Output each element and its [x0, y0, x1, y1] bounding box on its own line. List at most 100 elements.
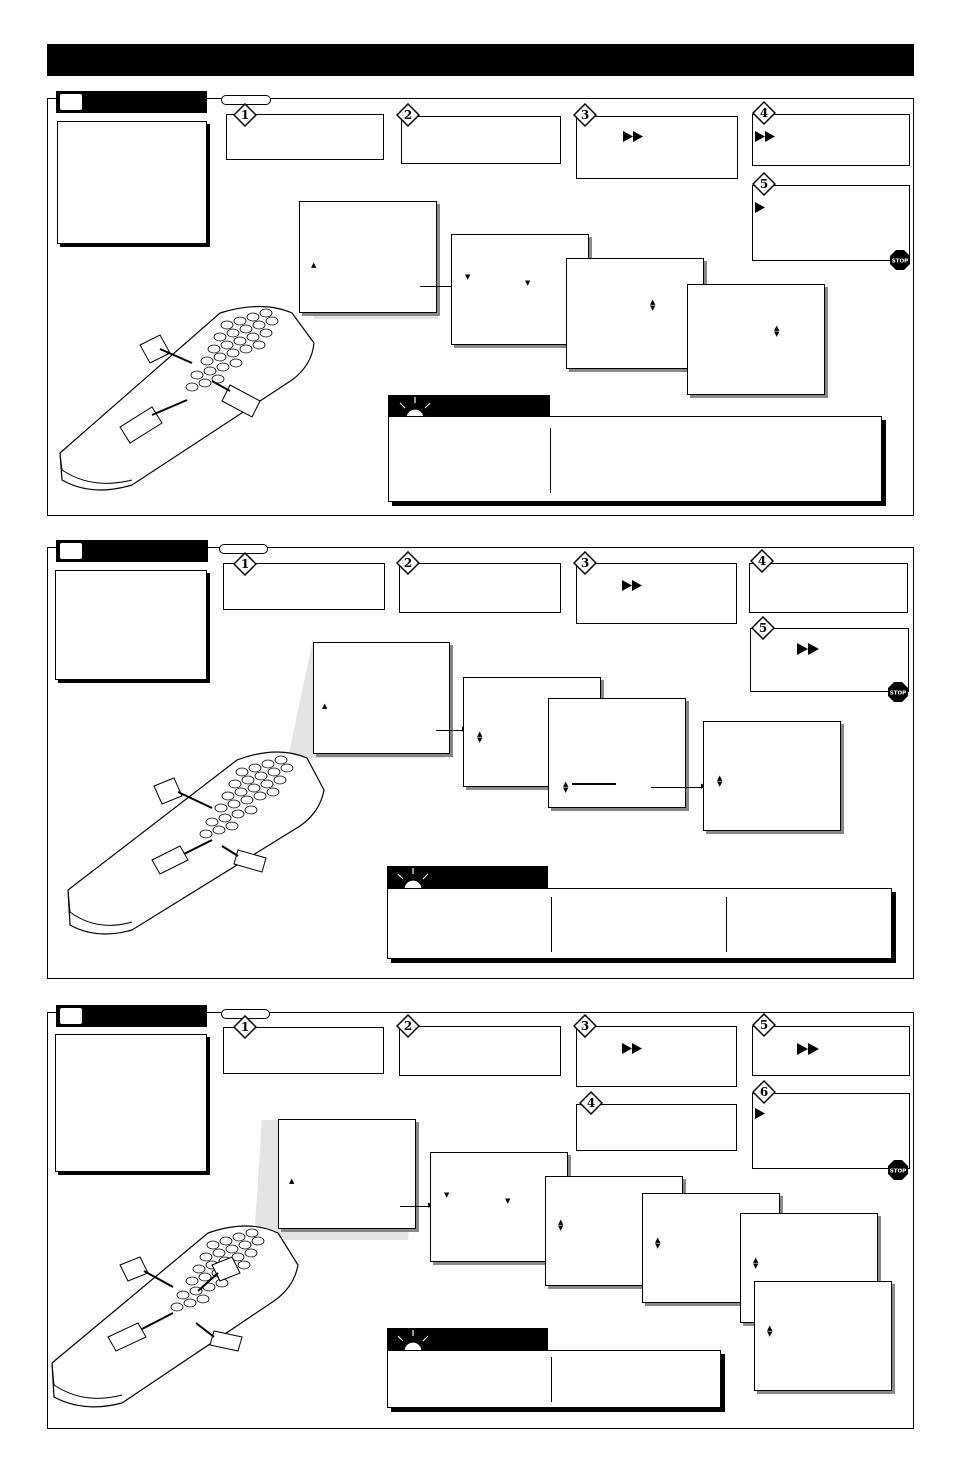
up-down-arrow-icon: ▲▼ — [767, 1324, 773, 1338]
menu-screen-b1 — [313, 642, 450, 754]
tv-icon — [58, 1006, 84, 1026]
section-c-intro-box — [55, 1034, 207, 1172]
section-b-panel — [47, 547, 914, 979]
stop-sign-icon: STOP — [890, 250, 910, 270]
up-down-arrow-icon: ▲▼ — [655, 1236, 661, 1250]
section-b-header — [56, 540, 208, 562]
up-down-arrow-icon: ▲▼ — [753, 1256, 759, 1270]
step-a1 — [226, 114, 384, 160]
down-arrow-icon: ▼ — [465, 273, 471, 281]
up-down-arrow-icon: ▲▼ — [477, 730, 483, 744]
menu-screen-b4 — [703, 721, 841, 831]
tip-c-box — [387, 1350, 721, 1408]
step-a2-badge: 2 — [396, 103, 420, 127]
step-b3-number: 3 — [581, 556, 589, 570]
play-icon — [755, 1108, 765, 1119]
stop-label: STOP — [890, 691, 906, 697]
step-a5 — [752, 185, 910, 261]
up-arrow-icon: ▲ — [289, 1177, 295, 1185]
step-a2-number: 2 — [404, 108, 412, 122]
tip-divider — [551, 1357, 552, 1402]
step-c5 — [752, 1026, 910, 1076]
step-b2-number: 2 — [404, 556, 412, 570]
up-down-arrow-icon: ▲▼ — [558, 1218, 564, 1232]
step-b4 — [749, 563, 908, 613]
step-a3-number: 3 — [581, 108, 589, 122]
connector-arrow — [420, 286, 456, 287]
stop-sign-icon: STOP — [888, 682, 908, 702]
step-b4-number: 4 — [758, 554, 766, 568]
step-c2-badge: 2 — [396, 1014, 420, 1038]
step-a2 — [401, 116, 561, 164]
tip-b-header — [387, 866, 548, 888]
connector-arrow — [436, 730, 464, 731]
down-arrow-icon: ▼ — [444, 1191, 450, 1199]
step-c1-badge: 1 — [233, 1015, 257, 1039]
step-c2 — [399, 1026, 561, 1076]
stop-label: STOP — [892, 259, 908, 265]
step-c3-number: 3 — [581, 1019, 589, 1033]
section-b-intro-box — [55, 570, 207, 680]
tv-icon — [58, 541, 84, 561]
step-c6-number: 6 — [760, 1085, 768, 1099]
section-a-header — [56, 91, 207, 113]
menu-screen-a4 — [687, 284, 825, 395]
step-c2-number: 2 — [404, 1019, 412, 1033]
step-c4-number: 4 — [587, 1096, 595, 1110]
step-b3 — [576, 563, 737, 624]
down-arrow-icon: ▼ — [525, 279, 531, 287]
menu-screen-c1 — [278, 1119, 416, 1229]
menu-screen-a1 — [299, 201, 437, 313]
tip-a-header — [388, 395, 550, 417]
step-a4-number: 4 — [760, 106, 768, 120]
step-a1-badge: 1 — [233, 103, 257, 127]
step-b1-number: 1 — [241, 557, 249, 571]
menu-screen-b3 — [548, 698, 686, 808]
up-down-arrow-icon: ▲▼ — [774, 324, 780, 338]
step-a5-number: 5 — [760, 177, 768, 191]
connector-arrow — [651, 787, 703, 788]
fast-forward-icon — [622, 1043, 642, 1054]
menu-screen-c6 — [754, 1281, 892, 1391]
up-arrow-icon: ▲ — [322, 702, 328, 710]
selection-bar — [572, 783, 616, 785]
menu-screen-a3 — [566, 258, 704, 369]
step-b1-badge: 1 — [233, 552, 257, 576]
step-a5-badge: 5 — [752, 172, 776, 196]
section-a-panel — [47, 98, 914, 516]
page-title-bar — [47, 44, 914, 76]
step-b5-badge: 5 — [751, 616, 775, 640]
tip-a-box — [388, 416, 882, 502]
step-c4-badge: 4 — [579, 1091, 603, 1115]
tip-c-header — [387, 1328, 548, 1350]
up-down-arrow-icon: ▲▼ — [717, 774, 723, 788]
tip-divider — [726, 897, 727, 952]
tip-b-box — [387, 888, 892, 959]
step-a4 — [752, 114, 910, 166]
play-icon — [755, 202, 765, 213]
step-a3 — [576, 116, 738, 179]
step-a4-badge: 4 — [752, 101, 776, 125]
fast-forward-icon — [623, 131, 643, 142]
step-a3-badge: 3 — [573, 103, 597, 127]
step-c5-badge: 5 — [752, 1013, 776, 1037]
fast-forward-icon — [755, 131, 775, 142]
up-down-arrow-icon: ▲▼ — [563, 780, 569, 794]
step-b5-number: 5 — [759, 621, 767, 635]
step-c1 — [223, 1027, 384, 1074]
fast-forward-icon — [622, 580, 642, 591]
tip-divider — [550, 428, 551, 493]
down-arrow-icon: ▼ — [505, 1197, 511, 1205]
section-c-panel — [47, 1012, 914, 1429]
step-c4 — [576, 1104, 737, 1151]
section-a-intro-box — [57, 121, 207, 244]
step-b2-badge: 2 — [396, 551, 420, 575]
step-b2 — [399, 563, 561, 613]
tv-icon — [58, 92, 84, 112]
up-arrow-icon: ▲ — [311, 261, 317, 269]
step-c5-number: 5 — [760, 1018, 768, 1032]
step-b4-badge: 4 — [750, 549, 774, 573]
step-b3-badge: 3 — [573, 551, 597, 575]
step-a1-number: 1 — [241, 108, 249, 122]
fast-forward-icon — [797, 643, 819, 655]
